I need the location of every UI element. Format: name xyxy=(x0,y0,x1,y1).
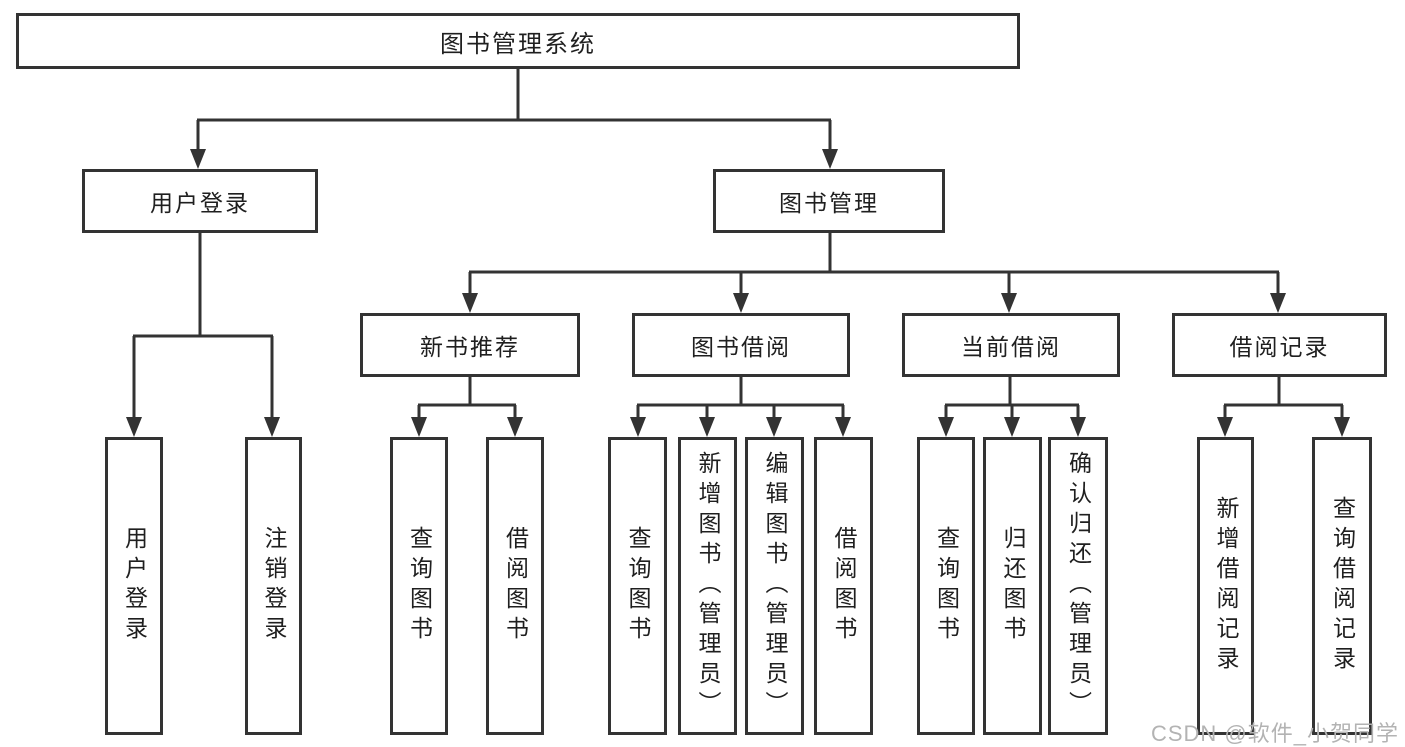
leaf-label: 新增图书（管理员） xyxy=(695,451,721,721)
leaf-label: 新增借阅记录 xyxy=(1213,496,1239,676)
leaf-current-return-books: 归还图书 xyxy=(983,437,1042,735)
arrow-down-icon xyxy=(630,417,646,437)
node-label: 新书推荐 xyxy=(420,334,520,360)
node-library-management-system: 图书管理系统 xyxy=(16,13,1020,69)
leaf-borrow-query-books: 查询图书 xyxy=(608,437,667,735)
leaf-user-login: 用户登录 xyxy=(105,437,163,735)
node-user-login: 用户登录 xyxy=(82,169,318,233)
leaf-borrow-borrow-books: 借阅图书 xyxy=(814,437,873,735)
arrow-down-icon xyxy=(507,417,523,437)
arrow-down-icon xyxy=(766,417,782,437)
arrowheads xyxy=(126,149,1350,437)
connector-book-borrow-to-leaves xyxy=(636,377,845,418)
node-borrow-record: 借阅记录 xyxy=(1172,313,1387,377)
node-new-book-recommend: 新书推荐 xyxy=(360,313,580,377)
arrow-down-icon xyxy=(1270,293,1286,313)
arrow-down-icon xyxy=(938,417,954,437)
leaf-record-add-borrow-record: 新增借阅记录 xyxy=(1197,437,1254,735)
leaf-current-confirm-return-admin: 确认归还（管理员） xyxy=(1048,437,1108,735)
node-label: 当前借阅 xyxy=(961,334,1061,360)
connector-book-management-to-level3 xyxy=(468,232,1280,294)
leaf-label: 归还图书 xyxy=(1000,526,1026,646)
arrow-down-icon xyxy=(1334,417,1350,437)
leaf-label: 借阅图书 xyxy=(502,526,529,646)
arrow-down-icon xyxy=(835,417,851,437)
arrow-down-icon xyxy=(126,417,142,437)
arrow-down-icon xyxy=(699,417,715,437)
arrow-down-icon xyxy=(1001,293,1017,313)
leaf-label: 查询图书 xyxy=(625,526,651,646)
node-book-borrow: 图书借阅 xyxy=(632,313,850,377)
arrow-down-icon xyxy=(822,149,838,169)
leaf-label: 查询图书 xyxy=(406,526,433,646)
node-label: 图书管理系统 xyxy=(440,30,596,58)
connector-user-login-to-leaves xyxy=(132,233,274,418)
node-book-management: 图书管理 xyxy=(713,169,945,233)
leaf-borrow-edit-books-admin: 编辑图书（管理员） xyxy=(745,437,804,735)
node-label: 图书借阅 xyxy=(691,334,791,360)
leaf-newbook-query-books: 查询图书 xyxy=(390,437,448,735)
leaf-current-query-books: 查询图书 xyxy=(917,437,975,735)
leaf-label: 编辑图书（管理员） xyxy=(762,451,788,721)
watermark: CSDN @软件_小贺同学 xyxy=(1150,721,1399,746)
arrow-down-icon xyxy=(733,293,749,313)
arrow-down-icon xyxy=(190,149,206,169)
leaf-label: 确认归还（管理员） xyxy=(1065,451,1092,721)
leaf-borrow-add-books-admin: 新增图书（管理员） xyxy=(678,437,737,735)
node-current-borrow: 当前借阅 xyxy=(902,313,1120,377)
leaf-label: 注销登录 xyxy=(261,526,287,646)
arrow-down-icon xyxy=(1070,417,1086,437)
leaf-label: 查询借阅记录 xyxy=(1329,496,1356,676)
connector-new-book-to-leaves xyxy=(417,377,517,418)
leaf-label: 查询图书 xyxy=(933,526,960,646)
arrow-down-icon xyxy=(1004,417,1020,437)
node-label: 用户登录 xyxy=(150,190,250,216)
connector-borrow-record-to-leaves xyxy=(1223,377,1344,418)
leaf-label: 借阅图书 xyxy=(831,526,857,646)
arrow-down-icon xyxy=(1217,417,1233,437)
connector-current-borrow-to-leaves xyxy=(944,377,1080,418)
arrow-down-icon xyxy=(411,417,427,437)
node-label: 图书管理 xyxy=(779,190,879,216)
node-label: 借阅记录 xyxy=(1229,334,1330,360)
leaf-record-query-borrow-record: 查询借阅记录 xyxy=(1312,437,1372,735)
leaf-newbook-borrow-books: 借阅图书 xyxy=(486,437,544,735)
arrow-down-icon xyxy=(264,417,280,437)
leaf-logout: 注销登录 xyxy=(245,437,302,735)
leaf-label: 用户登录 xyxy=(121,526,148,646)
arrow-down-icon xyxy=(462,293,478,313)
connector-root-to-level2 xyxy=(196,69,832,150)
